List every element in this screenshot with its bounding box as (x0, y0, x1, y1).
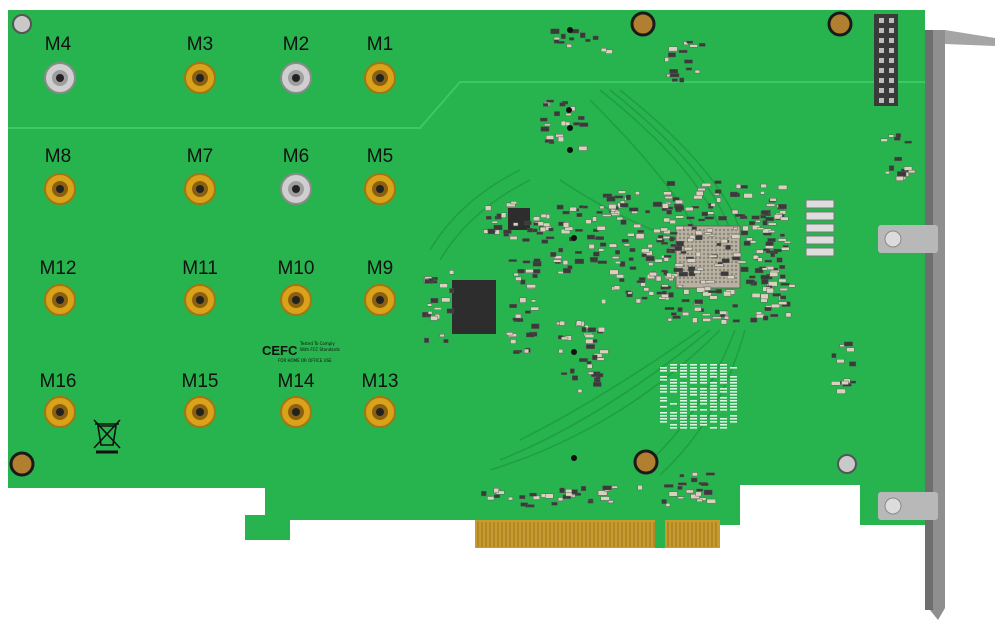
slot-label-m15: M15 (182, 371, 219, 392)
metal-bracket (878, 30, 995, 620)
ce-note-3: FOR HOME OR OFFICE USE (278, 358, 332, 363)
slot-label-m1: M1 (367, 34, 393, 55)
slot-label-m3: M3 (187, 34, 213, 55)
mounting-holes (9, 11, 857, 477)
slot-label-m16: M16 (40, 371, 77, 392)
standoff-m15 (184, 396, 216, 428)
ce-fcc-mark: CEFC Tested To Comply With FCC Standards… (262, 341, 340, 363)
standoff-m10 (280, 284, 312, 316)
slot-label-m6: M6 (283, 146, 309, 167)
standoff-m2 (280, 62, 312, 94)
standoff-m12 (44, 284, 76, 316)
standoff-m5 (364, 173, 396, 205)
silkscreen-text-block (660, 364, 737, 429)
secondary-ic (452, 280, 496, 334)
board-divider-line (8, 81, 930, 129)
ce-note-2: With FCC Standards (300, 347, 340, 352)
standoff-m11 (184, 284, 216, 316)
standoff-m7 (184, 173, 216, 205)
slot-label-m9: M9 (367, 258, 393, 279)
standoff-m1 (364, 62, 396, 94)
slot-label-m11: M11 (182, 258, 218, 279)
slot-label-m4: M4 (45, 34, 72, 55)
standoff-m8 (44, 173, 76, 205)
standoff-m3 (184, 62, 216, 94)
ce-note-1: Tested To Comply (299, 341, 335, 346)
standoff-m14 (280, 396, 312, 428)
slot-label-m7: M7 (187, 146, 213, 167)
slot-label-m5: M5 (367, 146, 393, 167)
slot-label-m2: M2 (283, 34, 309, 55)
standoff-m13 (364, 396, 396, 428)
slot-label-m10: M10 (278, 258, 315, 279)
standoff-m16 (44, 396, 76, 428)
pin-header (874, 14, 898, 106)
led-array (805, 199, 835, 257)
standoff-m4 (44, 62, 76, 94)
standoff-m6 (280, 173, 312, 205)
weee-bin-icon (93, 419, 121, 454)
small-ic (508, 208, 530, 230)
slot-label-m12: M12 (40, 258, 77, 279)
smd-components (422, 27, 916, 508)
standoff-m9 (364, 284, 396, 316)
pcb-traces (429, 89, 746, 476)
slot-label-m14: M14 (278, 371, 315, 392)
ce-fc-logo: CEFC (262, 343, 298, 358)
slot-label-m13: M13 (362, 371, 399, 392)
pcb-board (8, 10, 925, 548)
slot-label-m8: M8 (45, 146, 71, 167)
